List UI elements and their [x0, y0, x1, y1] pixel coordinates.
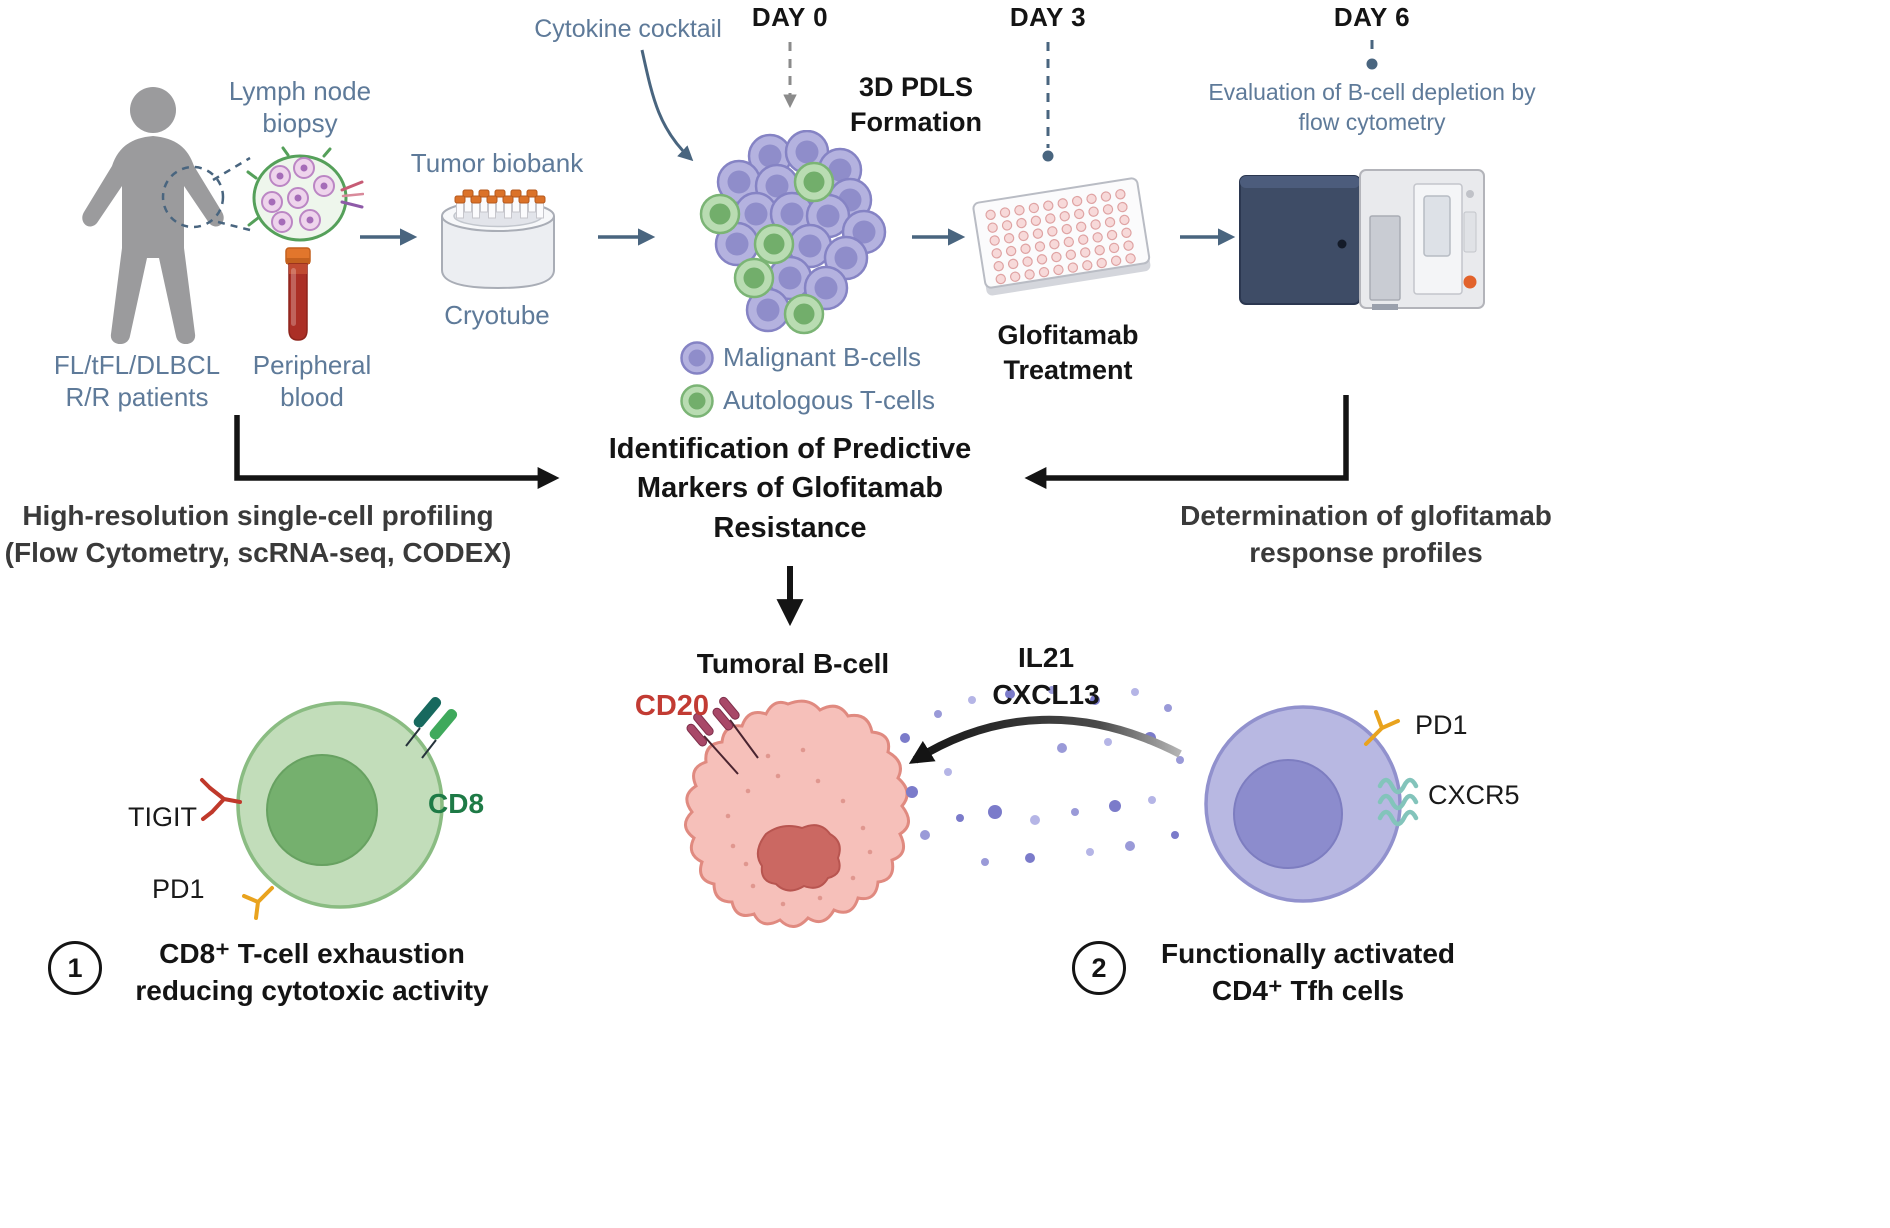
point-2-badge: 2: [1072, 941, 1126, 995]
cd20-label: CD20: [634, 690, 710, 722]
plate-wells: [985, 189, 1136, 285]
point-1-number: 1: [67, 952, 83, 983]
central-title: Identification of Predictive Markers of …: [608, 433, 972, 544]
cytokines-label: IL21 CXCL13: [992, 642, 1100, 710]
tumor-bcell-icon: [684, 696, 910, 928]
cytokine-arrow: [640, 49, 694, 162]
point-2-number: 2: [1091, 952, 1107, 983]
day6-dashed-line: [1366, 40, 1378, 70]
cxcr5-label: CXCR5: [1428, 780, 1520, 810]
legend-malignant-bcells: Malignant B-cells: [723, 342, 921, 372]
signaling-arrow: [908, 715, 1182, 764]
cytokine-cocktail-label: Cytokine cocktail: [534, 15, 722, 43]
cd4-tfh-icon: [1204, 705, 1419, 903]
response-arrow: [1024, 395, 1349, 489]
pd1-tfh-label: PD1: [1415, 710, 1468, 740]
pd1-receptor-icon: [1364, 710, 1400, 746]
peripheral-blood-label: Peripheral blood: [252, 350, 372, 412]
evaluation-label: Evaluation of B-cell depletion by flow c…: [1208, 79, 1536, 135]
cryotube-biobank-icon: [441, 189, 555, 290]
glofitamab-treatment-label: Glofitamab Treatment: [997, 320, 1139, 385]
tumor-cell-membrane: [684, 699, 910, 928]
well-plate-icon: [972, 177, 1151, 296]
point-1-badge: 1: [48, 941, 102, 995]
flow-cytometer-icon: [1239, 169, 1485, 310]
lymph-node-vessels: [340, 180, 364, 209]
day3-dashed-line: [1042, 42, 1054, 162]
point-2-text: Functionally activated CD4⁺ Tfh cells: [1160, 938, 1456, 1006]
patients-label: FL/tFL/DLBCL R/R patients: [53, 350, 221, 412]
pd1-cd8-label: PD1: [152, 874, 205, 904]
cd8-receptor-icon: [405, 697, 458, 759]
response-profiles-label: Determination of glofitamab response pro…: [1180, 500, 1552, 568]
autologous-tcell-legend-icon: [680, 384, 714, 418]
human-figure-icon: [82, 87, 224, 345]
cd20-receptor-icon: [686, 696, 759, 775]
day6-label: DAY 6: [1333, 2, 1411, 32]
profiling-arrow: [234, 415, 560, 489]
cd8-tcell-icon: [200, 697, 458, 920]
point-1-text: CD8⁺ T-cell exhaustion reducing cytotoxi…: [135, 938, 489, 1006]
day3-label: DAY 3: [1009, 2, 1087, 32]
spheroid-icon: [699, 130, 887, 335]
profiling-label: High-resolution single-cell profiling (F…: [4, 500, 512, 568]
blood-tube-icon: [285, 247, 311, 341]
tumor-cell-speckles: [725, 747, 873, 907]
lymph-node-follicles: [261, 157, 335, 233]
tigit-label: TIGIT: [128, 802, 197, 832]
lymph-node-biopsy-label: Lymph node biopsy: [228, 76, 372, 138]
day0-label: DAY 0: [751, 2, 829, 32]
cxcr5-receptor-icon: [1377, 777, 1419, 827]
legend-autologous-tcells: Autologous T-cells: [723, 385, 935, 415]
tumor-cell-nucleus: [756, 824, 841, 892]
tumor-biobank-label: Tumor biobank: [410, 148, 584, 178]
cryovials: [454, 189, 546, 219]
lymph-node-icon: [246, 146, 364, 242]
cd8-marker-label: CD8: [428, 788, 485, 819]
autologous-tcells: [699, 161, 835, 335]
pdls-formation-label: 3D PDLS Formation: [850, 72, 982, 137]
cryotube-label: Cryotube: [444, 300, 550, 330]
pd1-receptor-icon: [242, 886, 274, 920]
tigit-receptor-icon: [200, 778, 242, 821]
tumoral-bcell-label: Tumoral B-cell: [696, 648, 890, 679]
malignant-bcell-legend-icon: [680, 341, 714, 375]
